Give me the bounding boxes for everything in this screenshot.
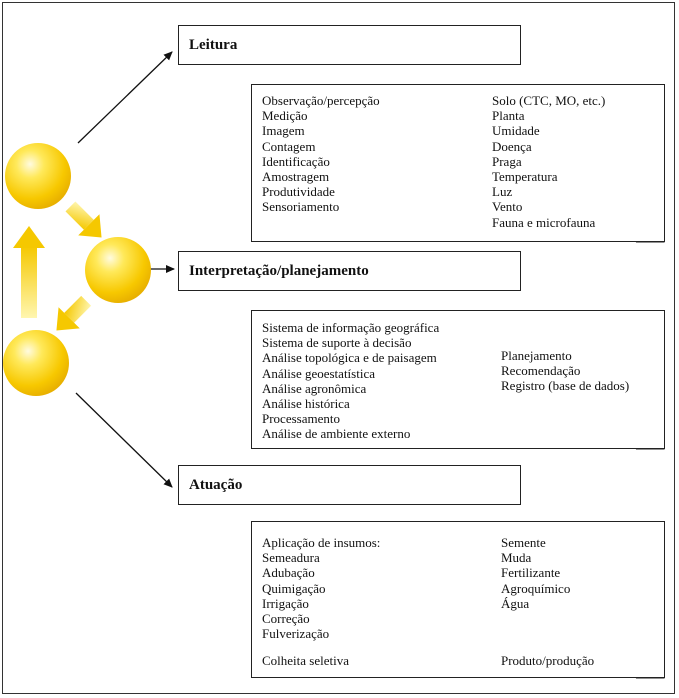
list-item: Amostragem bbox=[262, 169, 330, 185]
list-item: Análise de ambiente externo bbox=[262, 426, 411, 442]
sphere-interpretacao-icon bbox=[85, 237, 151, 303]
list-item: Semeadura bbox=[262, 550, 320, 566]
operations-list: Aplicação de insumos: Semeadura Adubação… bbox=[262, 535, 380, 641]
list-item: Imagem bbox=[262, 123, 305, 139]
footer-right-label: Produto/produção bbox=[501, 653, 595, 668]
list-item: Processamento bbox=[262, 411, 340, 427]
list-item: Correção bbox=[262, 611, 310, 627]
list-item: Doença bbox=[492, 138, 532, 154]
section-title: Atuação bbox=[189, 476, 243, 493]
sphere-atuacao-icon bbox=[3, 330, 69, 396]
sphere-leitura-icon bbox=[5, 143, 71, 209]
footer-left-label: Colheita seletiva bbox=[262, 653, 350, 668]
methods-list: Observação/percepção Medição Imagem Cont… bbox=[262, 93, 380, 215]
list-item: Sistema de suporte à decisão bbox=[262, 335, 412, 351]
cycle-arrow-down-left bbox=[56, 295, 92, 331]
list-item: Planta bbox=[492, 108, 525, 124]
list-item: Recomendação bbox=[501, 363, 581, 379]
section-header-interpretacao: Interpretação/planejamento bbox=[178, 251, 521, 291]
list-item: Análise agronômica bbox=[262, 380, 367, 396]
list-item: Luz bbox=[492, 184, 513, 200]
list-item: Agroquímico bbox=[501, 580, 571, 596]
list-item: Solo (CTC, MO, etc.) bbox=[492, 93, 606, 108]
list-item: Produtividade bbox=[262, 184, 335, 200]
outputs-list: Planejamento Recomendação Registro (base… bbox=[501, 348, 629, 394]
cycle-arrow-down-right bbox=[65, 201, 102, 238]
methods-list: Sistema de informação geográfica Sistema… bbox=[262, 320, 439, 442]
list-item: Fertilizante bbox=[501, 565, 561, 581]
list-item: Quimigação bbox=[262, 580, 326, 596]
section-header-atuacao: Atuação bbox=[178, 465, 521, 505]
list-item: Observação/percepção bbox=[262, 93, 380, 108]
list-item: Análise topológica e de paisagem bbox=[262, 350, 437, 366]
list-item: Contagem bbox=[262, 138, 316, 154]
list-item: Sensoriamento bbox=[262, 199, 340, 215]
list-item: Praga bbox=[492, 153, 522, 169]
section-title: Interpretação/planejamento bbox=[189, 262, 369, 279]
section-header-leitura: Leitura bbox=[178, 25, 521, 65]
list-item: Umidade bbox=[492, 123, 540, 139]
arrow-to-leitura bbox=[77, 51, 173, 144]
list-item: Semente bbox=[501, 535, 546, 550]
list-item: Irrigação bbox=[262, 595, 309, 611]
list-item: Identificação bbox=[262, 153, 330, 169]
section-title: Leitura bbox=[189, 36, 238, 53]
cycle-arrow-up bbox=[13, 226, 45, 318]
list-item: Registro (base de dados) bbox=[501, 378, 630, 394]
detail-box-interpretacao: Sistema de informação geográfica Sistema… bbox=[251, 310, 665, 449]
detail-box-atuacao: Aplicação de insumos: Semeadura Adubação… bbox=[251, 521, 665, 678]
list-item: Medição bbox=[262, 108, 308, 124]
list-item: Aplicação de insumos: bbox=[262, 535, 381, 550]
list-item: Água bbox=[501, 595, 530, 611]
list-item: Adubação bbox=[262, 565, 315, 581]
list-item: Análise histórica bbox=[262, 396, 350, 412]
arrow-to-atuacao bbox=[75, 392, 173, 488]
inputs-list: Semente Muda Fertilizante Agroquímico Ág… bbox=[501, 535, 570, 611]
list-item: Análise geoestatística bbox=[262, 365, 375, 381]
list-item: Sistema de informação geográfica bbox=[262, 320, 440, 335]
detail-box-leitura: Observação/percepção Medição Imagem Cont… bbox=[251, 84, 665, 242]
list-item: Vento bbox=[492, 199, 523, 215]
list-item: Fulverização bbox=[262, 626, 330, 642]
targets-list: Solo (CTC, MO, etc.) Planta Umidade Doen… bbox=[492, 93, 605, 230]
list-item: Temperatura bbox=[492, 169, 558, 185]
list-item: Fauna e microfauna bbox=[492, 214, 596, 230]
list-item: Planejamento bbox=[501, 348, 572, 363]
list-item: Muda bbox=[501, 550, 532, 566]
